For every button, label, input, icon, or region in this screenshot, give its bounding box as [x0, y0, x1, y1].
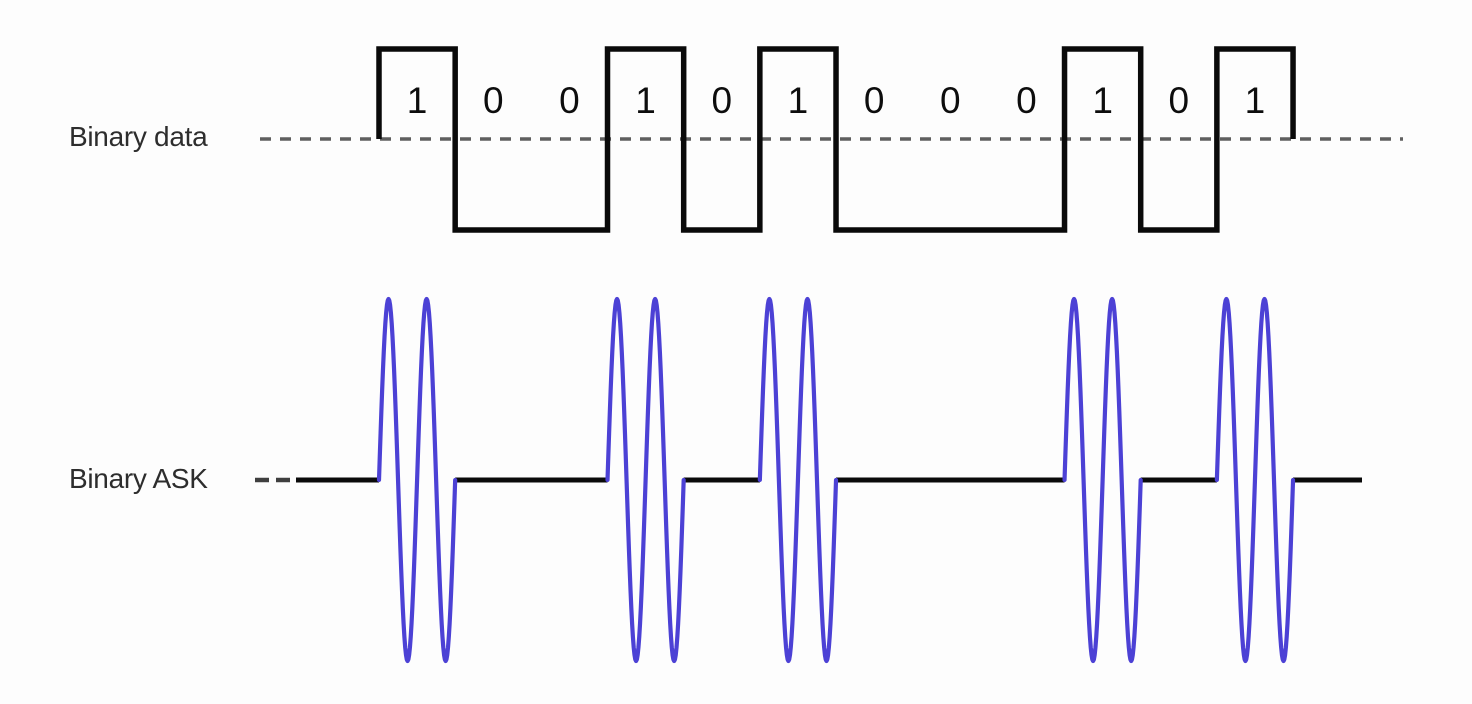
bit-label: 0 [940, 80, 961, 121]
bit-label: 0 [864, 80, 885, 121]
ask-carrier-burst [757, 296, 839, 664]
bit-label: 0 [1016, 80, 1037, 121]
bit-label: 0 [711, 80, 732, 121]
bit-label: 0 [483, 80, 504, 121]
bit-label: 1 [635, 80, 656, 121]
ask-carrier-burst [605, 296, 686, 664]
bit-label: 1 [788, 80, 809, 121]
binary-data-label: Binary data [69, 121, 208, 152]
bit-label: 0 [1168, 80, 1189, 121]
ask-carrier-burst [1062, 296, 1143, 664]
bit-label: 1 [407, 80, 428, 121]
ask-carrier-burst [1214, 296, 1296, 664]
bit-label: 1 [1092, 80, 1113, 121]
ask-carrier-burst [376, 296, 458, 664]
binary-ask-label: Binary ASK [69, 463, 208, 494]
binary-data-square-wave [376, 46, 1296, 233]
bit-label: 1 [1245, 80, 1266, 121]
bit-label: 0 [559, 80, 580, 121]
